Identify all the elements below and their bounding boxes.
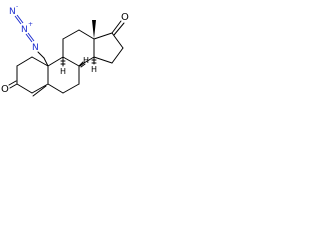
bond-c5-c4 bbox=[31, 83, 49, 94]
bond-c13-c17 bbox=[93, 32, 113, 40]
azide-bond-1a bbox=[14, 15, 22, 25]
azide-bond-2a bbox=[25, 33, 33, 43]
bond-c17-o bbox=[111, 20, 122, 34]
h14-hashed-bond bbox=[91, 56, 97, 65]
ketone-oxygen-label: O bbox=[121, 12, 129, 23]
bond-c3-o bbox=[9, 83, 18, 89]
azide-bond-1b bbox=[16, 14, 24, 24]
ring-a: O bbox=[1, 56, 49, 97]
ch2-c10-bond bbox=[43, 57, 49, 67]
bond-c1-c10 bbox=[31, 56, 49, 67]
bond-c5-c6 bbox=[47, 83, 64, 94]
azide-n1-charge: - bbox=[16, 3, 18, 10]
azide-n1-label: N bbox=[9, 7, 16, 17]
c18-methyl-wedge bbox=[92, 20, 96, 39]
bond-c17-o-double bbox=[113, 22, 125, 36]
ring-b bbox=[47, 56, 80, 94]
enone-oxygen-label: O bbox=[1, 84, 9, 95]
bond-c9-c10 bbox=[47, 56, 64, 67]
structure-svg: N - N + N O bbox=[1, 3, 129, 97]
h8-hashed-bond bbox=[78, 61, 86, 68]
bond-c4-c3 bbox=[16, 83, 33, 94]
bond-c2-c1 bbox=[16, 56, 33, 67]
azide-bond-2b bbox=[27, 32, 35, 42]
azide-n2-charge: + bbox=[28, 21, 33, 28]
h9-hashed-bond bbox=[60, 56, 66, 67]
bond-c12-c13 bbox=[78, 29, 95, 40]
h9-label: H bbox=[60, 67, 66, 76]
ring-d: O bbox=[93, 12, 129, 64]
ring-c bbox=[62, 20, 96, 67]
bond-c11-c12 bbox=[62, 29, 80, 40]
bond-c5-c4-double bbox=[32, 85, 47, 97]
bond-c15-c14 bbox=[93, 56, 113, 64]
bond-c6-c7 bbox=[62, 83, 80, 94]
azide-n3-label: N bbox=[32, 43, 39, 53]
azide-group: N - N + N bbox=[9, 3, 49, 67]
azide-n2-label: N bbox=[21, 25, 28, 35]
bond-c16-c15 bbox=[111, 47, 124, 64]
h14-label: H bbox=[91, 65, 97, 74]
azide-ch2-bond bbox=[37, 51, 45, 59]
stereo-hydrogens: H H H bbox=[60, 56, 97, 76]
h8-label: H bbox=[83, 56, 89, 65]
molecule-diagram: N - N + N O bbox=[0, 0, 140, 115]
bond-c17-c16 bbox=[111, 32, 124, 49]
bond-c8-c9 bbox=[62, 56, 80, 67]
bond-c3-o-double bbox=[8, 80, 17, 86]
